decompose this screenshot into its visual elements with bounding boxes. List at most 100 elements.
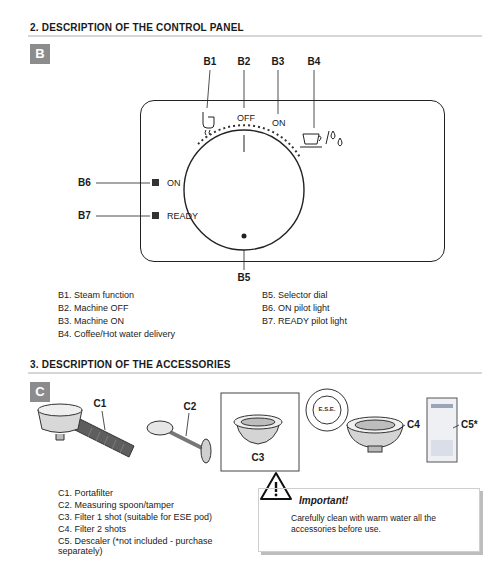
leader-line-part — [244, 70, 245, 108]
steam-icon-part — [205, 130, 210, 135]
portafilter-part — [38, 404, 82, 416]
ese-stamp-part — [306, 389, 348, 431]
selector-dial — [184, 125, 304, 250]
pilot-light-part — [152, 212, 159, 219]
badge-letter: C — [30, 382, 50, 402]
grip-lines-part — [96, 432, 100, 441]
section-heading: 3. DESCRIPTION OF THE ACCESSORIES — [30, 359, 231, 371]
section-rule-part — [28, 373, 482, 374]
leader-line-part — [207, 70, 210, 108]
legend-item: B6. ON pilot light — [262, 303, 330, 313]
callout-number: C2 — [184, 401, 197, 413]
important-note: Important! Carefully clean with warm wate… — [258, 488, 480, 552]
cup-icon-part — [319, 136, 321, 141]
callout-leader-part — [186, 413, 189, 436]
portafilter-part — [73, 418, 134, 457]
callout-number: B1 — [204, 56, 217, 68]
callout-number: B2 — [238, 56, 251, 68]
filter-two-shots — [347, 417, 403, 452]
measuring-spoon-tamper — [147, 421, 211, 463]
panel-marking: READY — [167, 211, 198, 221]
ese-stamp-part — [313, 396, 341, 424]
legend-item: B3. Machine ON — [58, 316, 124, 326]
descaler-pack-part — [431, 404, 453, 408]
stamp-text: E.S.E. — [318, 406, 335, 413]
callout-number: B7 — [78, 210, 91, 222]
callout-leader — [102, 411, 459, 436]
legend-item: C5. Descaler (*not included - purchase s… — [58, 536, 256, 557]
callout-number: C4 — [407, 419, 420, 431]
filter-one-shot-part — [241, 418, 275, 426]
steam-icon — [203, 112, 214, 135]
filter-one-shot-part — [234, 415, 282, 429]
section-badge: C — [30, 382, 50, 402]
panel-marking: ON — [272, 118, 286, 128]
note-text: Carefully clean with warm water all the … — [291, 513, 473, 535]
callout-number: B6 — [78, 177, 91, 189]
descaler-pack-part — [427, 398, 457, 462]
panel-marking: OFF — [237, 113, 255, 123]
grip-lines-part — [120, 444, 124, 453]
control-panel: OFF ON ON READY — [140, 100, 445, 262]
legend-item: C4. Filter 2 shots — [58, 524, 126, 534]
section-badge: B — [30, 44, 50, 64]
warning-triangle — [261, 473, 291, 499]
ese-stamp — [306, 389, 348, 431]
filter-two-shots-part — [368, 446, 382, 452]
filter-one-shot — [234, 415, 282, 444]
legend-item: B2. Machine OFF — [58, 303, 129, 313]
legend-item: B5. Selector dial — [262, 290, 328, 300]
leader-line-part — [314, 70, 315, 128]
warning-triangle-part — [275, 494, 278, 497]
filter-frame-part — [221, 393, 299, 471]
filter-two-shots-part — [347, 417, 403, 433]
panel-marking: ON — [167, 178, 181, 188]
selector-dial-part — [244, 135, 245, 152]
legend-item: C1. Portafilter — [58, 488, 113, 498]
callout-leader-part — [398, 425, 405, 430]
callout-leader-part — [102, 411, 105, 430]
selector-dial-part — [184, 130, 304, 250]
water-drops-icon-part — [331, 131, 335, 139]
callout-number: C5* — [461, 419, 478, 431]
pilot-light — [152, 179, 159, 219]
callout-number: B4 — [308, 56, 321, 68]
cup-icon-part — [300, 147, 322, 148]
descaler-pack-part — [431, 440, 453, 456]
grip-lines — [88, 428, 124, 453]
measuring-spoon-tamper-part — [201, 439, 211, 463]
selector-dial-part — [242, 234, 247, 239]
grip-lines-part — [112, 440, 116, 449]
descaler-pack — [427, 398, 457, 462]
leader-line-part — [278, 70, 279, 114]
water-drops-icon — [331, 131, 342, 146]
note-text: Important! — [299, 495, 348, 506]
filter-two-shots-part — [355, 420, 395, 430]
measuring-spoon-tamper-part — [147, 421, 173, 435]
callout-number: B5 — [238, 272, 251, 284]
badge-letter: B — [30, 44, 50, 64]
warning-triangle-part — [275, 482, 277, 492]
cup-icon-part — [326, 131, 329, 144]
legend-item: C2. Measuring spoon/tamper — [58, 500, 174, 510]
section-rule-part — [28, 36, 482, 37]
callout-number: C3 — [252, 452, 265, 464]
section-rule — [28, 36, 482, 373]
warning-triangle-part — [261, 473, 291, 499]
water-drops-icon-part — [338, 138, 342, 146]
callout-number: B3 — [272, 56, 285, 68]
section-heading: 2. DESCRIPTION OF THE CONTROL PANEL — [30, 22, 244, 34]
leader-line-part — [96, 216, 150, 217]
leader-line-part — [96, 183, 150, 184]
grip-lines-part — [104, 436, 108, 445]
portafilter — [38, 404, 134, 457]
cup-icon — [300, 131, 329, 147]
pilot-light-part — [152, 179, 159, 186]
legend-item: C3. Filter 1 shot (suitable for ESE pod) — [58, 512, 212, 522]
legend-item: B4. Coffee/Hot water delivery — [58, 329, 175, 339]
portafilter-part — [56, 434, 64, 440]
steam-icon-part — [203, 112, 214, 128]
filter-frame — [221, 393, 299, 471]
legend-item: B7. READY pilot light — [262, 316, 347, 326]
callout-leader-part — [453, 425, 459, 428]
